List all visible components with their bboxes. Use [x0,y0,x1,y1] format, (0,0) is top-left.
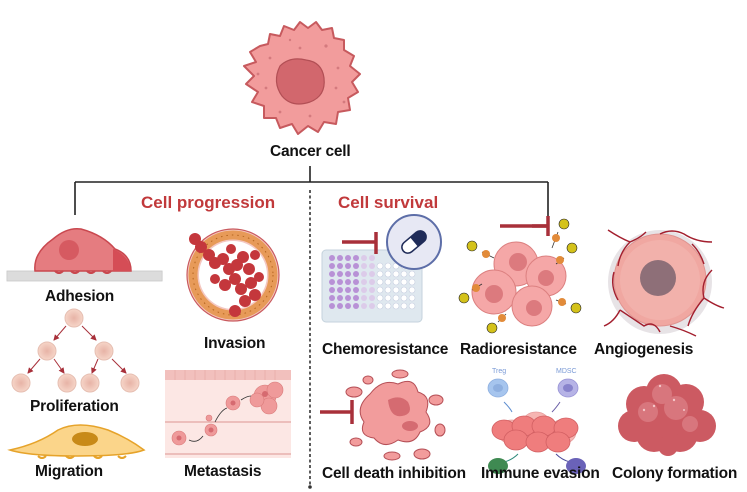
chemoresistance-icon [321,214,442,323]
immune-evasion-label: Immune evasion [481,465,600,482]
proliferation-icon [11,308,140,393]
adhesion-icon [6,227,163,282]
colony-formation-icon [618,374,716,456]
chemoresistance-label: Chemoresistance [322,341,449,358]
metastasis-icon [165,370,291,458]
angiogenesis-icon [603,229,725,337]
invasion-label: Invasion [204,335,266,352]
colony-formation-label: Colony formation [612,465,738,482]
mdsc-label: MDSC [556,368,577,375]
radioresistance-icon [458,216,582,334]
cell-survival-title: Cell survival [338,193,439,212]
cell-death-inhibition-label: Cell death inhibition [322,465,466,482]
cell-progression-title: Cell progression [141,193,276,212]
adhesion-label: Adhesion [45,288,115,305]
angiogenesis-label: Angiogenesis [594,341,694,358]
cancer-cell-icon [243,21,361,135]
treg-label: Treg [492,368,507,375]
invasion-icon [186,228,280,322]
immune-evasion-icon [487,378,586,474]
migration-icon [7,424,146,459]
cancer-cell-label: Cancer cell [270,143,351,160]
migration-label: Migration [35,463,103,480]
radioresistance-label: Radioresistance [460,341,577,358]
metastasis-label: Metastasis [184,463,262,480]
proliferation-label: Proliferation [30,398,119,415]
cell-death-inhibition-icon [320,369,446,461]
